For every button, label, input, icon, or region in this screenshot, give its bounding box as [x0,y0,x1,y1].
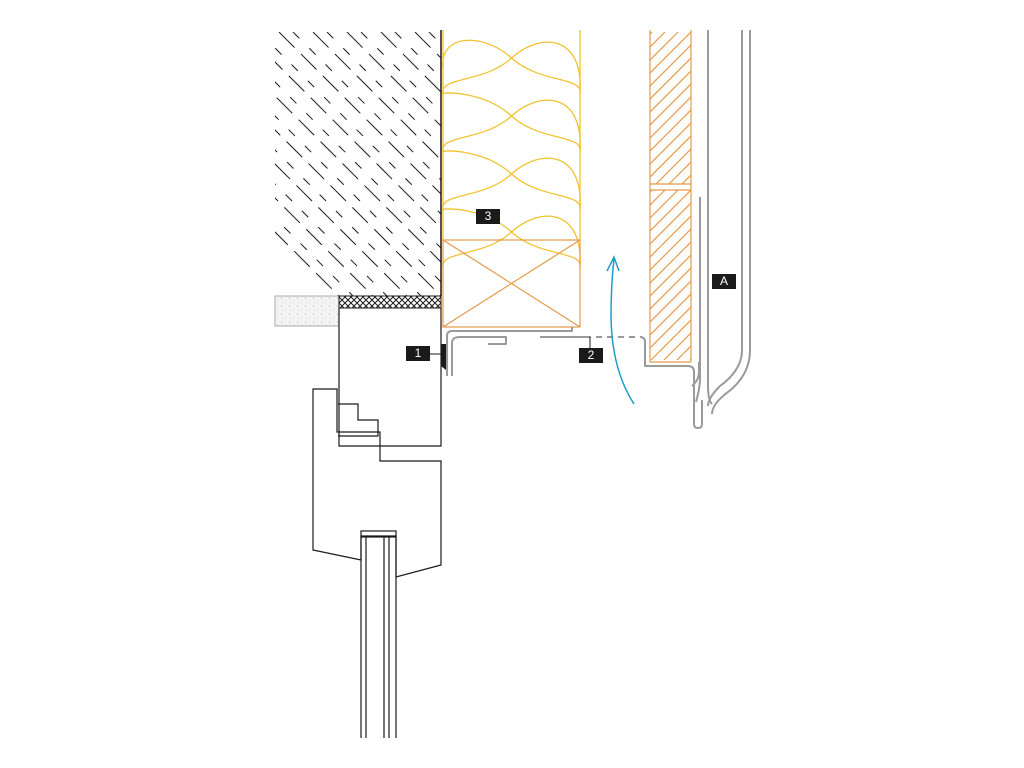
timber-bearer [442,239,581,328]
sealing-tape [338,295,442,309]
label-2: 2 [579,348,603,363]
label-1: 1 [406,346,430,361]
insulation [442,30,581,269]
render-texture [275,296,339,326]
facade-panel-profile [695,30,751,415]
airflow-arrow [606,255,635,405]
compression-seal [441,344,446,370]
timber-cladding [649,30,692,363]
window-head-flashing [446,327,703,429]
label-a: A [712,274,736,289]
masonry-wall [275,30,442,296]
label-3: 3 [476,209,500,224]
label-leaders [430,337,591,355]
glazing [360,530,397,738]
